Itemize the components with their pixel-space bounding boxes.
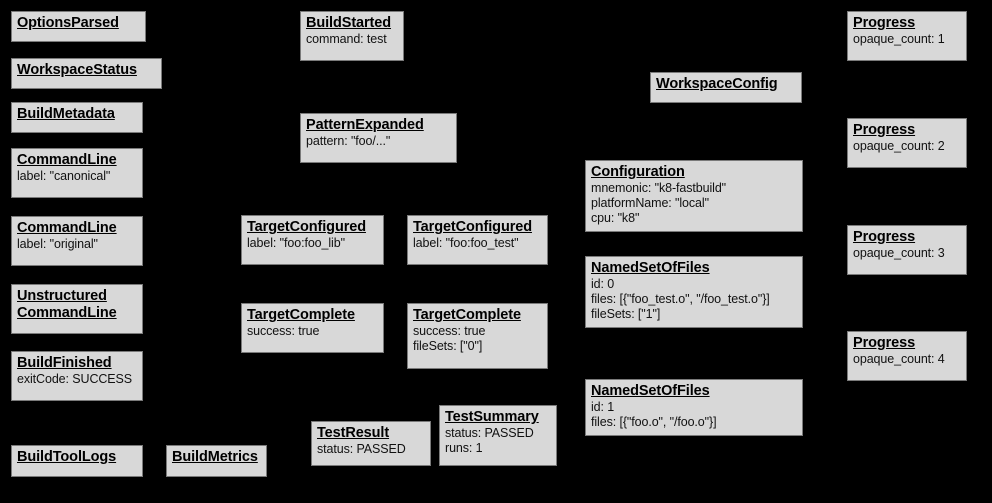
node-property: opaque_count: 2	[853, 139, 945, 153]
node-title: TargetConfigured	[247, 219, 366, 235]
node-title: Progress	[853, 122, 916, 138]
node-title: OptionsParsed	[17, 15, 119, 31]
node-property: label: "original"	[17, 237, 98, 251]
node-title: Progress	[853, 229, 916, 245]
node-title: BuildToolLogs	[17, 449, 117, 465]
node-property: label: "foo:foo_test"	[413, 236, 519, 250]
node-property: fileSets: ["1"]	[591, 307, 661, 321]
node-title: WorkspaceStatus	[17, 62, 137, 78]
node-title: WorkspaceConfig	[656, 76, 778, 92]
node-property: platformName: "local"	[591, 196, 709, 210]
node-title: BuildStarted	[306, 15, 392, 31]
node-title: BuildMetadata	[17, 106, 115, 122]
node-title: CommandLine	[17, 152, 117, 168]
node-workspace-config[interactable]: WorkspaceConfig	[650, 72, 802, 103]
node-title: NamedSetOfFiles	[591, 383, 710, 399]
node-title: CommandLine	[17, 305, 117, 321]
node-property: cpu: "k8"	[591, 211, 640, 225]
node-title: NamedSetOfFiles	[591, 260, 710, 276]
node-property: label: "canonical"	[17, 169, 111, 183]
node-build-tool-logs[interactable]: BuildToolLogs	[11, 445, 143, 477]
node-property: label: "foo:foo_lib"	[247, 236, 345, 250]
node-property: opaque_count: 3	[853, 246, 945, 260]
node-property: opaque_count: 1	[853, 32, 945, 46]
node-title: TargetConfigured	[413, 219, 532, 235]
node-title: Configuration	[591, 164, 685, 180]
node-title: Progress	[853, 335, 916, 351]
node-property: command: test	[306, 32, 387, 46]
node-property: files: [{"foo.o", "/foo.o"}]	[591, 415, 717, 429]
node-property: status: PASSED	[317, 442, 406, 456]
node-property: id: 0	[591, 277, 615, 291]
node-title: TargetComplete	[413, 307, 521, 323]
node-title: TargetComplete	[247, 307, 355, 323]
node-property: runs: 1	[445, 441, 483, 455]
node-title: PatternExpanded	[306, 117, 424, 133]
node-title: Unstructured	[17, 288, 107, 304]
node-title: TestResult	[317, 425, 390, 441]
node-title: Progress	[853, 15, 916, 31]
node-property: success: true	[413, 324, 486, 338]
node-title: TestSummary	[445, 409, 539, 425]
node-property: opaque_count: 4	[853, 352, 945, 366]
node-title: CommandLine	[17, 220, 117, 236]
node-build-metrics[interactable]: BuildMetrics	[166, 445, 267, 477]
node-build-metadata[interactable]: BuildMetadata	[11, 102, 143, 133]
node-property: id: 1	[591, 400, 615, 414]
node-property: status: PASSED	[445, 426, 534, 440]
node-property: exitCode: SUCCESS	[17, 372, 133, 386]
node-property: files: [{"foo_test.o", "/foo_test.o"}]	[591, 292, 770, 306]
node-options-parsed[interactable]: OptionsParsed	[11, 11, 146, 42]
node-property: fileSets: ["0"]	[413, 339, 483, 353]
node-property: pattern: "foo/..."	[306, 134, 391, 148]
node-title: BuildMetrics	[172, 449, 258, 465]
node-property: success: true	[247, 324, 320, 338]
node-title: BuildFinished	[17, 355, 112, 371]
node-property: mnemonic: "k8-fastbuild"	[591, 181, 727, 195]
node-workspace-status[interactable]: WorkspaceStatus	[11, 58, 162, 89]
